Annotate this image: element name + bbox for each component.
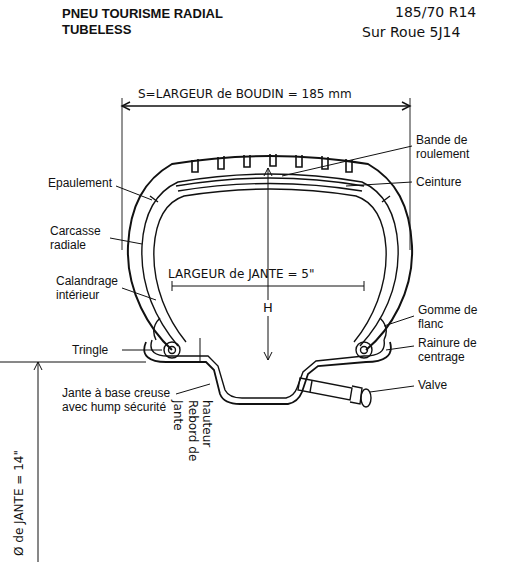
rim-size: Sur Roue 5J14 — [362, 24, 502, 41]
valve — [298, 378, 371, 407]
tyre-size: 185/70 R14 — [395, 4, 510, 21]
radial-carcass — [142, 174, 398, 346]
part-name: Bande de roulement — [416, 133, 512, 162]
part-name: Epaulement — [48, 176, 128, 190]
title: PNEU TOURISME RADIAL TUBELESS — [62, 6, 247, 37]
dimension-label: hauteur Rebord de Jante — [171, 400, 214, 492]
part-name: Jante à base creuse avec hump sécurité — [62, 386, 178, 415]
shoulder — [150, 196, 390, 202]
dimension-label: LARGEUR de JANTE = 5" — [168, 267, 378, 281]
section-height-dimension — [264, 168, 272, 360]
tread-grooves — [192, 154, 352, 172]
part-name: Gomme de flanc — [418, 303, 498, 332]
dimension-label: S=LARGEUR de BOUDIN = 185 mm — [138, 87, 418, 101]
part-name: Rainure de centrage — [418, 336, 512, 365]
leader-line — [110, 146, 414, 394]
flange-height-dimension — [200, 338, 201, 362]
part-name: Tringle — [72, 343, 124, 357]
dimension-label: H — [261, 300, 279, 316]
inner-liner — [154, 189, 386, 342]
dimension-label: Ø de JANTE = 14" — [12, 386, 26, 556]
part-name: Carcasse radiale — [50, 224, 120, 253]
part-name: Ceinture — [416, 175, 512, 189]
tyre-outer — [128, 156, 412, 350]
sidewall-rubber — [154, 318, 386, 340]
part-name: Valve — [418, 378, 478, 392]
part-name: Calandrage intérieur — [56, 274, 128, 303]
